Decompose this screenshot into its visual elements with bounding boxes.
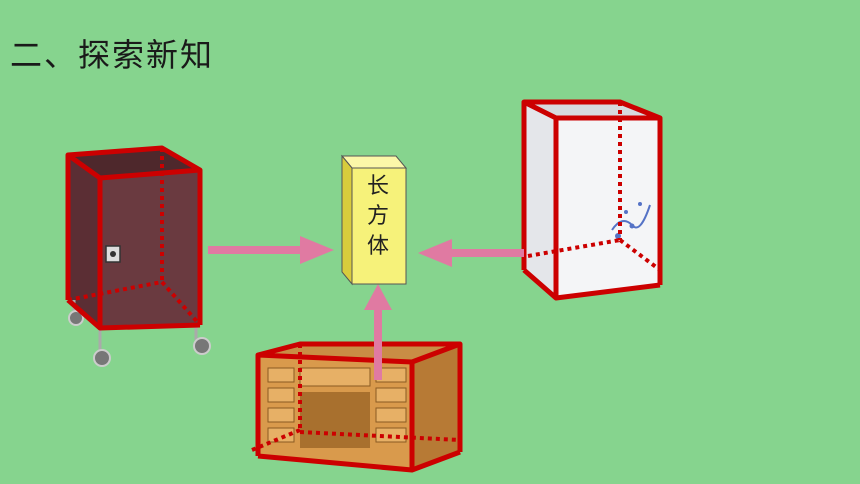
cabinet-illustration xyxy=(65,145,211,367)
cuboid-label-char-1: 长 xyxy=(366,174,389,199)
cuboid-label-char-3: 体 xyxy=(366,234,389,259)
arrow-left xyxy=(418,239,524,267)
refrigerator-illustration xyxy=(521,99,663,301)
arrow-right xyxy=(208,236,334,264)
cuboid-shape xyxy=(340,154,408,286)
arrow-up xyxy=(364,284,392,380)
cuboid-label-char-2: 方 xyxy=(366,204,389,229)
desk-illustration xyxy=(251,341,463,473)
section-heading: 二、探索新知 xyxy=(10,36,215,74)
cuboid-label: 长 方 体 xyxy=(346,172,410,262)
